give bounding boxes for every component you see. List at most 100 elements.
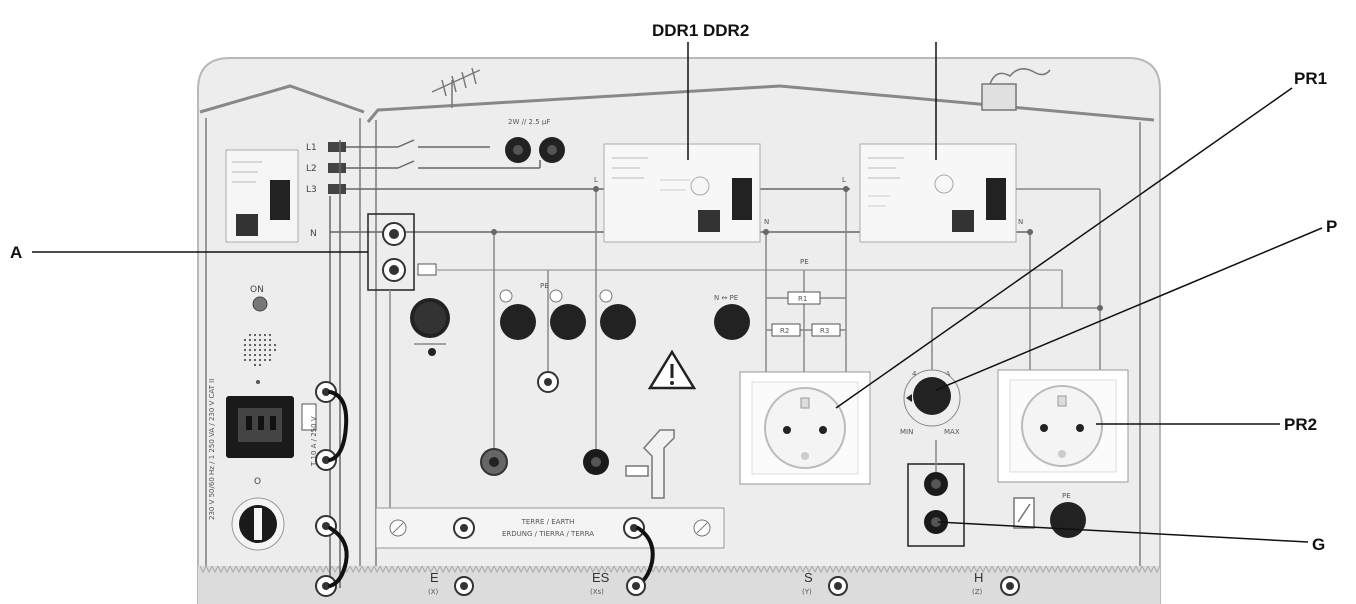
buzzer-speaker-grille	[243, 333, 277, 367]
speaker-hole	[258, 363, 262, 367]
socket-pr2[interactable]	[997, 369, 1129, 483]
callout-pr2: PR2	[1284, 415, 1317, 434]
speaker-hole	[268, 343, 272, 347]
terminal-g-jacks[interactable]	[924, 472, 948, 534]
speaker-hole	[268, 348, 272, 352]
speaker-hole	[248, 348, 252, 352]
ddr1-l-label: L	[594, 176, 598, 184]
antenna-icon	[431, 67, 481, 108]
neutral-label: N	[310, 229, 317, 239]
ddr2-l-label: L	[842, 176, 846, 184]
resistor-r2-label: R2	[780, 327, 789, 335]
speaker-hole	[253, 338, 257, 342]
speaker-hole	[253, 353, 257, 357]
callout-g: G	[1312, 535, 1325, 554]
bottom-jacks[interactable]	[454, 576, 1020, 596]
bottom-terminal-labels: E ES S H	[430, 570, 983, 585]
speaker-hole	[258, 358, 262, 362]
speaker-hole	[243, 353, 247, 357]
bottom-label-es: ES	[592, 570, 610, 585]
fault-push-buttons[interactable]	[500, 304, 636, 340]
on-label: ON	[250, 285, 264, 295]
on-lamp	[252, 296, 268, 312]
speaker-hole	[263, 333, 267, 337]
callout-pr1: PR1	[1294, 69, 1327, 88]
ground-strip	[198, 566, 1160, 604]
phase-terminals	[328, 142, 346, 194]
resistor-r1-label: R1	[798, 295, 807, 303]
speaker-hole	[253, 348, 257, 352]
speaker-hole	[253, 333, 257, 337]
phase-label-l1: L1	[306, 143, 317, 153]
speaker-hole	[263, 348, 267, 352]
speaker-hole	[268, 338, 272, 342]
earth-bar-subtitle: ERDUNG / TIERRA / TERRA	[502, 530, 594, 538]
n-pe-button[interactable]	[714, 304, 750, 340]
ddr2-breaker	[859, 143, 1017, 243]
speaker-hole	[263, 338, 267, 342]
speaker-hole	[243, 338, 247, 342]
fuse-holder	[301, 403, 317, 431]
fault-selector-knob[interactable]	[410, 298, 450, 356]
ddr1-n-label: N	[764, 218, 769, 226]
earth-bar-screws	[389, 519, 711, 537]
phase-label-l3: L3	[306, 185, 317, 195]
selector-max-label: MAX	[944, 428, 960, 436]
earth-rod-icon	[625, 429, 675, 499]
socket-pr1[interactable]	[739, 371, 871, 485]
n-pe-label: N ↔ PE	[714, 294, 738, 302]
phase-label-l2: L2	[306, 164, 317, 174]
ddr2-n-label: N	[1018, 218, 1023, 226]
speaker-hole	[248, 338, 252, 342]
pe-button-label: PE	[1062, 492, 1071, 500]
speaker-hole	[253, 358, 257, 362]
speaker-hole	[243, 358, 247, 362]
main-breaker	[225, 149, 299, 243]
power-inlet[interactable]	[226, 396, 294, 458]
earth-bar-jacks[interactable]	[453, 517, 645, 539]
ground-strip-teeth	[199, 565, 1161, 574]
ddr1-breaker	[603, 143, 761, 243]
left-jacks[interactable]	[315, 381, 337, 597]
fuse-rating-text: T 10 A / 250 V	[310, 416, 318, 467]
capacitor-jacks[interactable]	[505, 137, 565, 163]
speaker-hole	[268, 358, 272, 362]
resistor-r3-label: R3	[820, 327, 829, 335]
key-switch-label: O	[254, 477, 261, 487]
bottom-sub-e: (X)	[428, 588, 439, 596]
warning-icon	[647, 349, 697, 390]
chimney-icon	[981, 68, 1051, 111]
pe-push-button[interactable]	[1050, 502, 1086, 538]
switch-symbols	[499, 289, 613, 303]
bottom-label-e: E	[430, 570, 439, 585]
current-selector-knob-p[interactable]	[903, 369, 961, 427]
terminal-a-tab	[417, 263, 437, 276]
speaker-hole	[263, 343, 267, 347]
callout-p: P	[1326, 217, 1337, 236]
speaker-hole	[258, 343, 262, 347]
speaker-hole	[273, 343, 277, 347]
bottom-sub-h: (Z)	[972, 588, 983, 596]
speaker-hole	[273, 348, 277, 352]
main-house-roof	[366, 84, 1155, 123]
speaker-hole	[258, 333, 262, 337]
speaker-hole	[243, 348, 247, 352]
resistors	[771, 291, 841, 337]
key-switch[interactable]	[231, 497, 285, 551]
middle-jacks[interactable]	[480, 371, 609, 476]
bottom-label-s: S	[804, 570, 813, 585]
earth-bar-title: TERRE / EARTH	[521, 518, 575, 526]
node-dots	[491, 186, 1103, 311]
speaker-hole	[248, 358, 252, 362]
pe-label-left: PE	[540, 282, 549, 290]
speaker-hole	[253, 363, 257, 367]
terminal-a-jacks[interactable]	[382, 222, 406, 282]
speaker-hole	[258, 353, 262, 357]
selector-min-label: MIN	[900, 428, 913, 436]
pe-switch-symbol	[1013, 497, 1035, 529]
speaker-hole	[263, 353, 267, 357]
speaker-hole	[263, 358, 267, 362]
speaker-dot	[256, 380, 260, 384]
speaker-hole	[268, 353, 272, 357]
